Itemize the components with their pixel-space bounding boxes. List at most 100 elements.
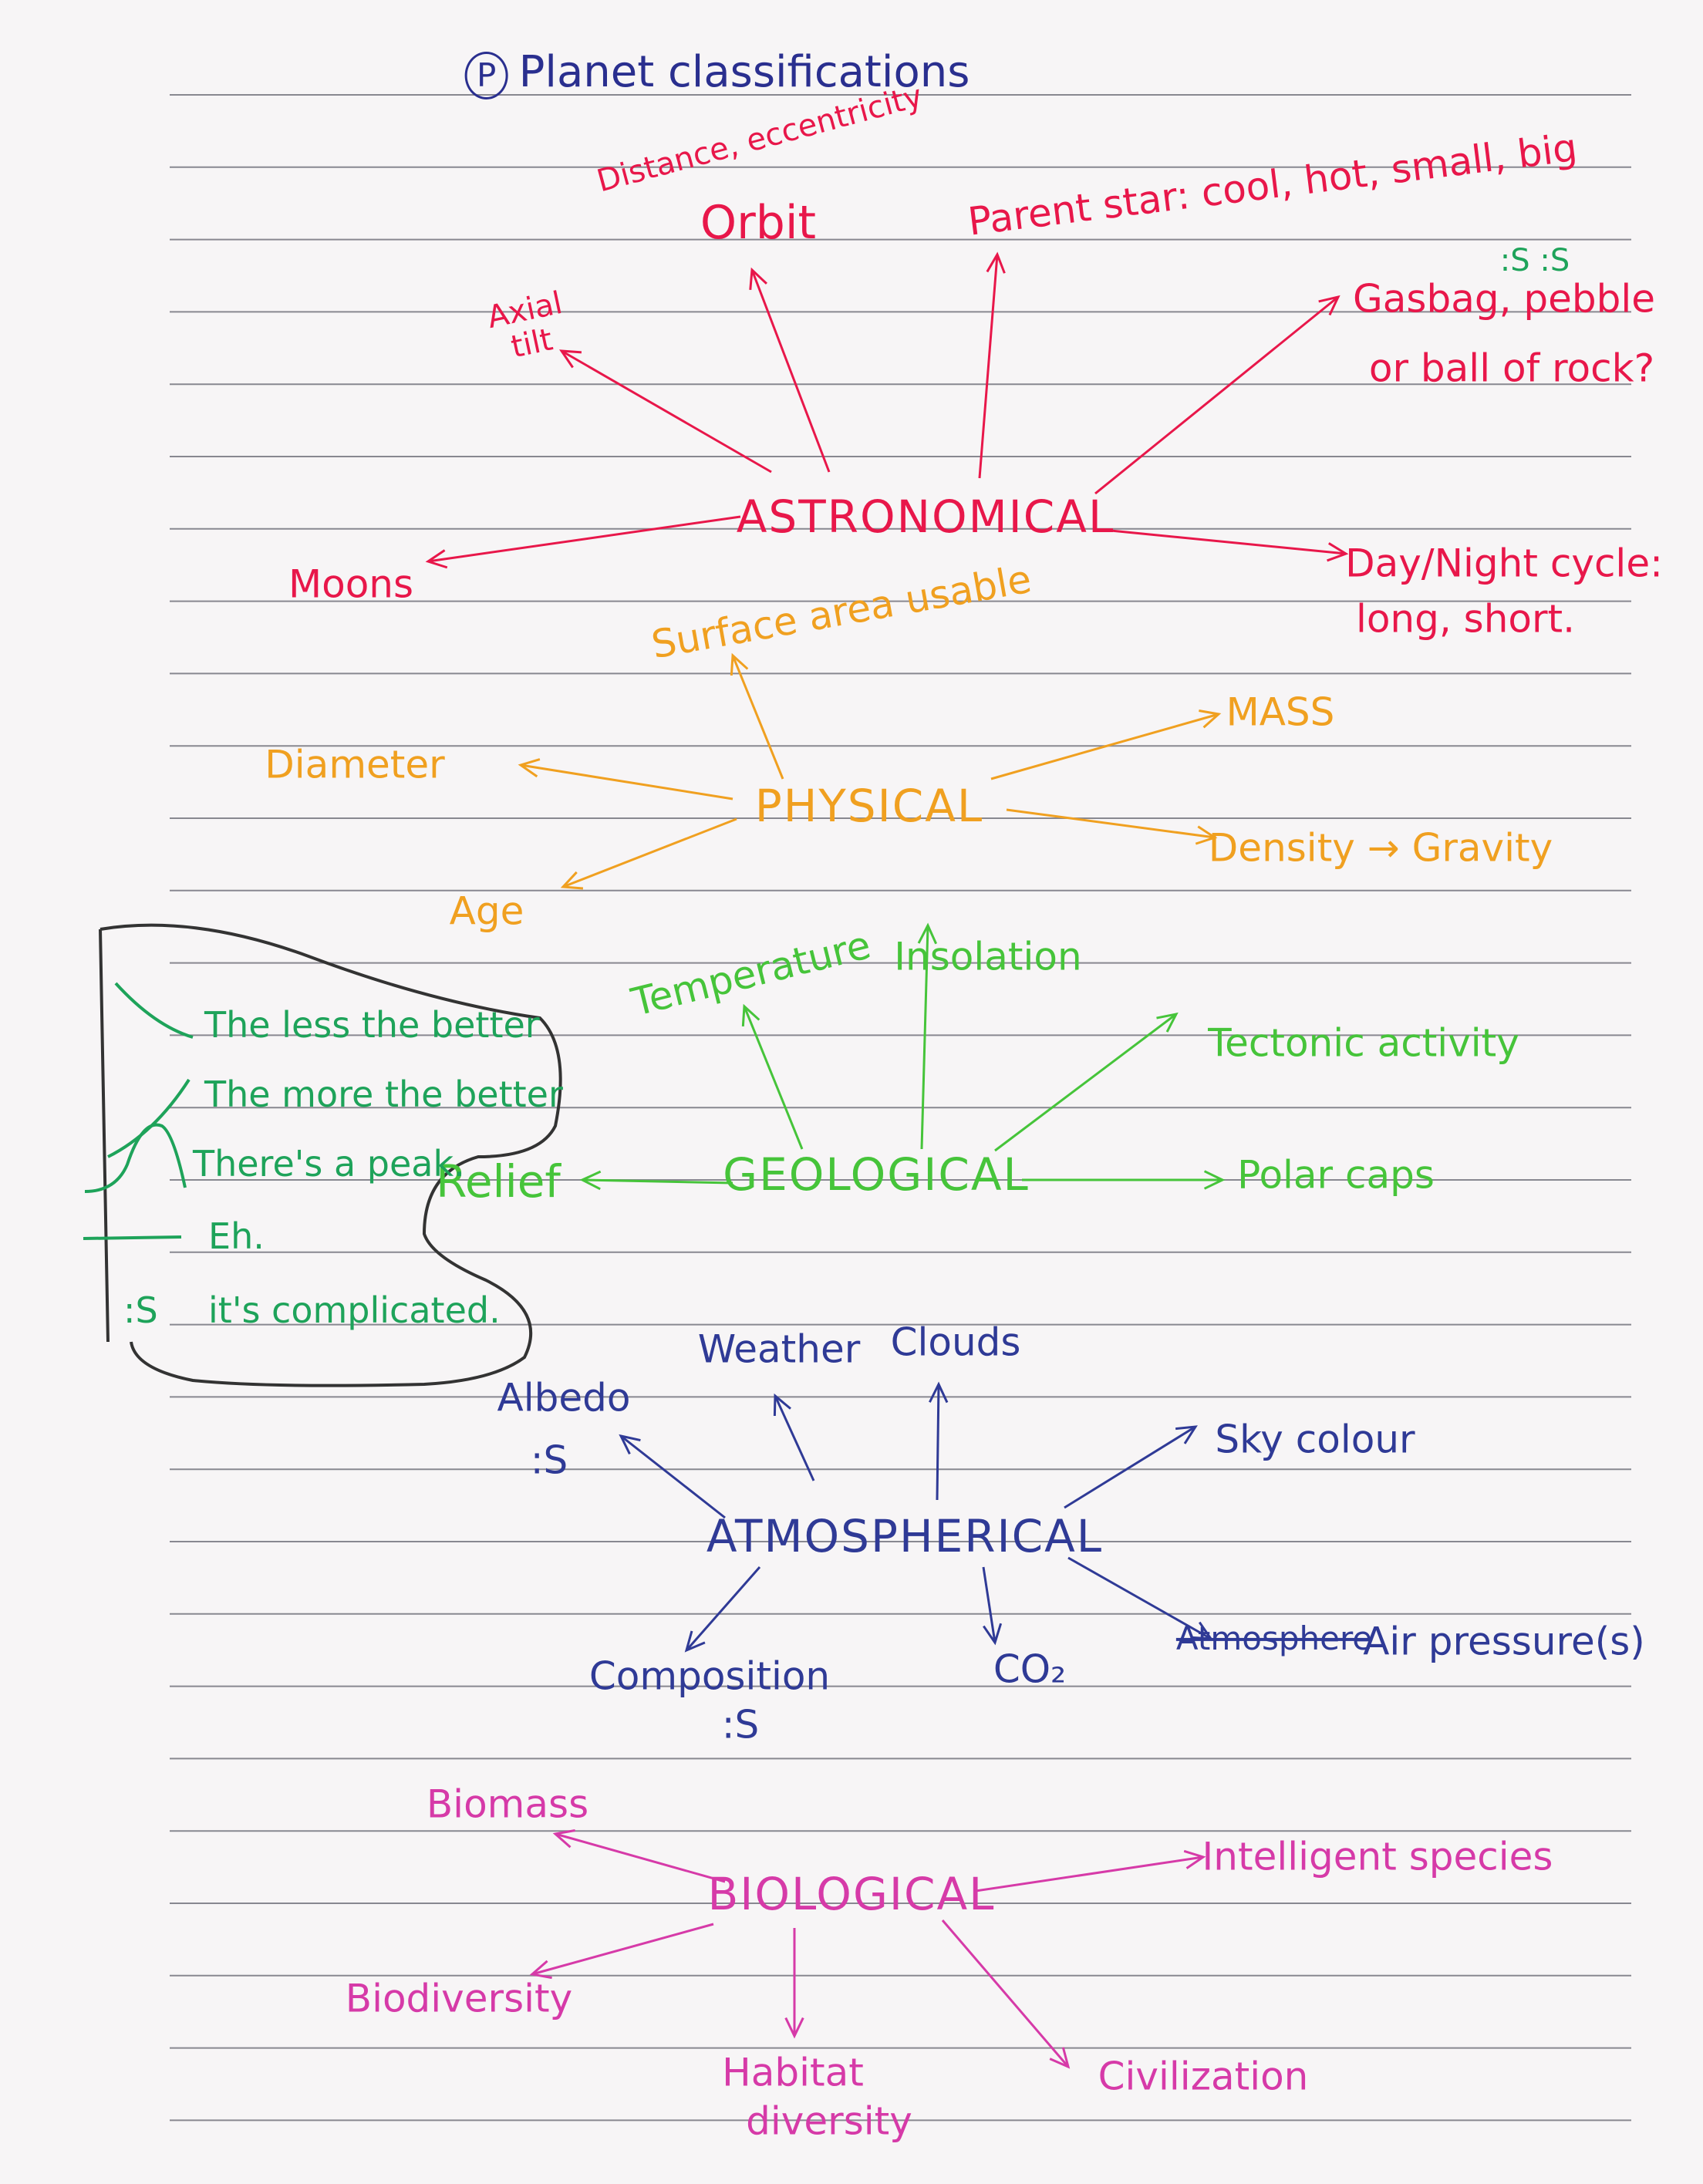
orbit-node: Orbit: [700, 196, 817, 250]
arrow-line: [1094, 295, 1339, 495]
title-marker: P: [464, 52, 508, 99]
arrow-head: [560, 871, 584, 890]
arrow-line: [982, 1566, 997, 1643]
arrow-head: [986, 251, 1006, 274]
arrow-head: [518, 758, 541, 778]
arrow-line: [520, 763, 733, 800]
arrow-head: [559, 349, 582, 369]
arrow-head: [1203, 1170, 1226, 1190]
arrow-line: [1067, 1556, 1212, 1640]
arrow-head: [1327, 542, 1349, 562]
arrow-head: [1049, 2047, 1071, 2069]
geological-hub: GEOLOGICAL: [723, 1148, 1030, 1202]
biomass-node: Biomass: [426, 1781, 589, 1827]
legend-complicated-symbol: :S: [123, 1289, 158, 1331]
habitat-diversity-node-line2: diversity: [746, 2098, 912, 2144]
relief-node: Relief: [436, 1155, 561, 1208]
arrow-head: [784, 2017, 804, 2039]
habitat-diversity-node-line1: Habitat: [722, 2050, 864, 2095]
struck-atmosphere-label: Atmosphere: [1175, 1619, 1373, 1657]
intelligent-species-node: Intelligent species: [1202, 1834, 1553, 1879]
arrow-line: [562, 817, 737, 888]
tectonic-activity-node: Tectonic activity: [1208, 1020, 1519, 1066]
arrow-head: [1175, 1425, 1198, 1444]
arrow-head: [917, 922, 938, 945]
flat-line-icon: [83, 1235, 182, 1240]
clouds-node: Clouds: [890, 1320, 1021, 1365]
arrow-line: [555, 1832, 726, 1883]
age-node: Age: [449, 888, 524, 934]
arrow-line: [1064, 1425, 1196, 1509]
arrow-head: [684, 1630, 706, 1653]
legend-outline: [99, 923, 562, 1387]
arrow-head: [552, 1828, 575, 1849]
arrow-line: [978, 254, 999, 479]
legend-eh: Eh.: [208, 1215, 265, 1257]
arrow-head: [983, 1623, 1003, 1646]
arrow-head: [773, 1393, 791, 1417]
increasing-curve-icon: [107, 1078, 191, 1158]
arrow-line: [941, 1919, 1070, 2068]
arrow-head: [730, 652, 749, 676]
moons-node: Moons: [288, 561, 414, 607]
decreasing-curve-icon: [114, 982, 194, 1039]
arrow-line: [620, 1434, 726, 1519]
albedo-node: Albedo: [497, 1375, 631, 1421]
arrow-line: [582, 1178, 733, 1185]
legend-complicated: it's complicated.: [208, 1289, 501, 1331]
arrow-line: [990, 713, 1219, 780]
arrow-line: [774, 1395, 815, 1481]
arrow-line: [531, 1923, 714, 1976]
arrow-line: [561, 349, 772, 474]
mass-node: MASS: [1226, 689, 1335, 735]
arrow-line: [427, 515, 741, 563]
composition-node: Composition: [588, 1653, 831, 1699]
weather-node: Weather: [697, 1326, 861, 1372]
arrow-head: [619, 1434, 641, 1455]
arrow-head: [579, 1170, 602, 1191]
arrow-line: [750, 269, 831, 473]
legend-peak: There's a peak.: [193, 1143, 465, 1185]
arrow-line: [731, 655, 784, 780]
arrow-line: [743, 1006, 804, 1150]
composition-complicated-mark: :S: [721, 1702, 760, 1748]
arrow-head: [929, 1381, 949, 1404]
legend-less-better: The less the better: [204, 1004, 540, 1046]
arrow-line: [994, 1013, 1177, 1152]
arrow-head: [741, 1003, 760, 1027]
arrow-head: [1190, 1621, 1213, 1640]
polar-caps-node: Polar caps: [1237, 1152, 1435, 1198]
arrow-head: [1156, 1012, 1179, 1033]
gasbag-complicated-marks: :S :S: [1499, 243, 1570, 278]
day-night-node-line1: Day/Night cycle:: [1345, 541, 1663, 586]
arrow-line: [936, 1384, 940, 1501]
gasbag-node-line1: Gasbag, pebble: [1353, 276, 1655, 322]
arrow-head: [425, 549, 448, 569]
arrow-head: [749, 267, 767, 291]
sky-colour-node: Sky colour: [1215, 1417, 1415, 1462]
atmospherical-hub: ATMOSPHERICAL: [706, 1510, 1104, 1563]
civilization-node: Civilization: [1098, 2054, 1309, 2099]
arrow-head: [1318, 295, 1340, 316]
arrow-line: [1006, 808, 1216, 839]
arrow-line: [975, 1855, 1204, 1892]
gasbag-node-line2: or ball of rock?: [1368, 345, 1655, 391]
legend-more-better: The more the better: [204, 1073, 563, 1115]
arrow-line: [1110, 529, 1347, 555]
arrow-line: [685, 1566, 761, 1651]
physical-hub: PHYSICAL: [754, 780, 984, 833]
biodiversity-node: Biodiversity: [345, 1976, 573, 2021]
air-pressure-node: Air pressure(s): [1363, 1619, 1645, 1664]
peak-curve-icon: [84, 1123, 187, 1193]
day-night-node-line2: long, short.: [1355, 596, 1576, 642]
arrow-line: [920, 925, 929, 1150]
albedo-complicated-mark: :S: [530, 1437, 568, 1483]
title-text: Planet classifications: [518, 47, 970, 97]
biological-hub: BIOLOGICAL: [707, 1868, 996, 1921]
diameter-node: Diameter: [265, 742, 445, 787]
arrow-head: [529, 1960, 552, 1980]
arrow-head: [1195, 825, 1218, 845]
